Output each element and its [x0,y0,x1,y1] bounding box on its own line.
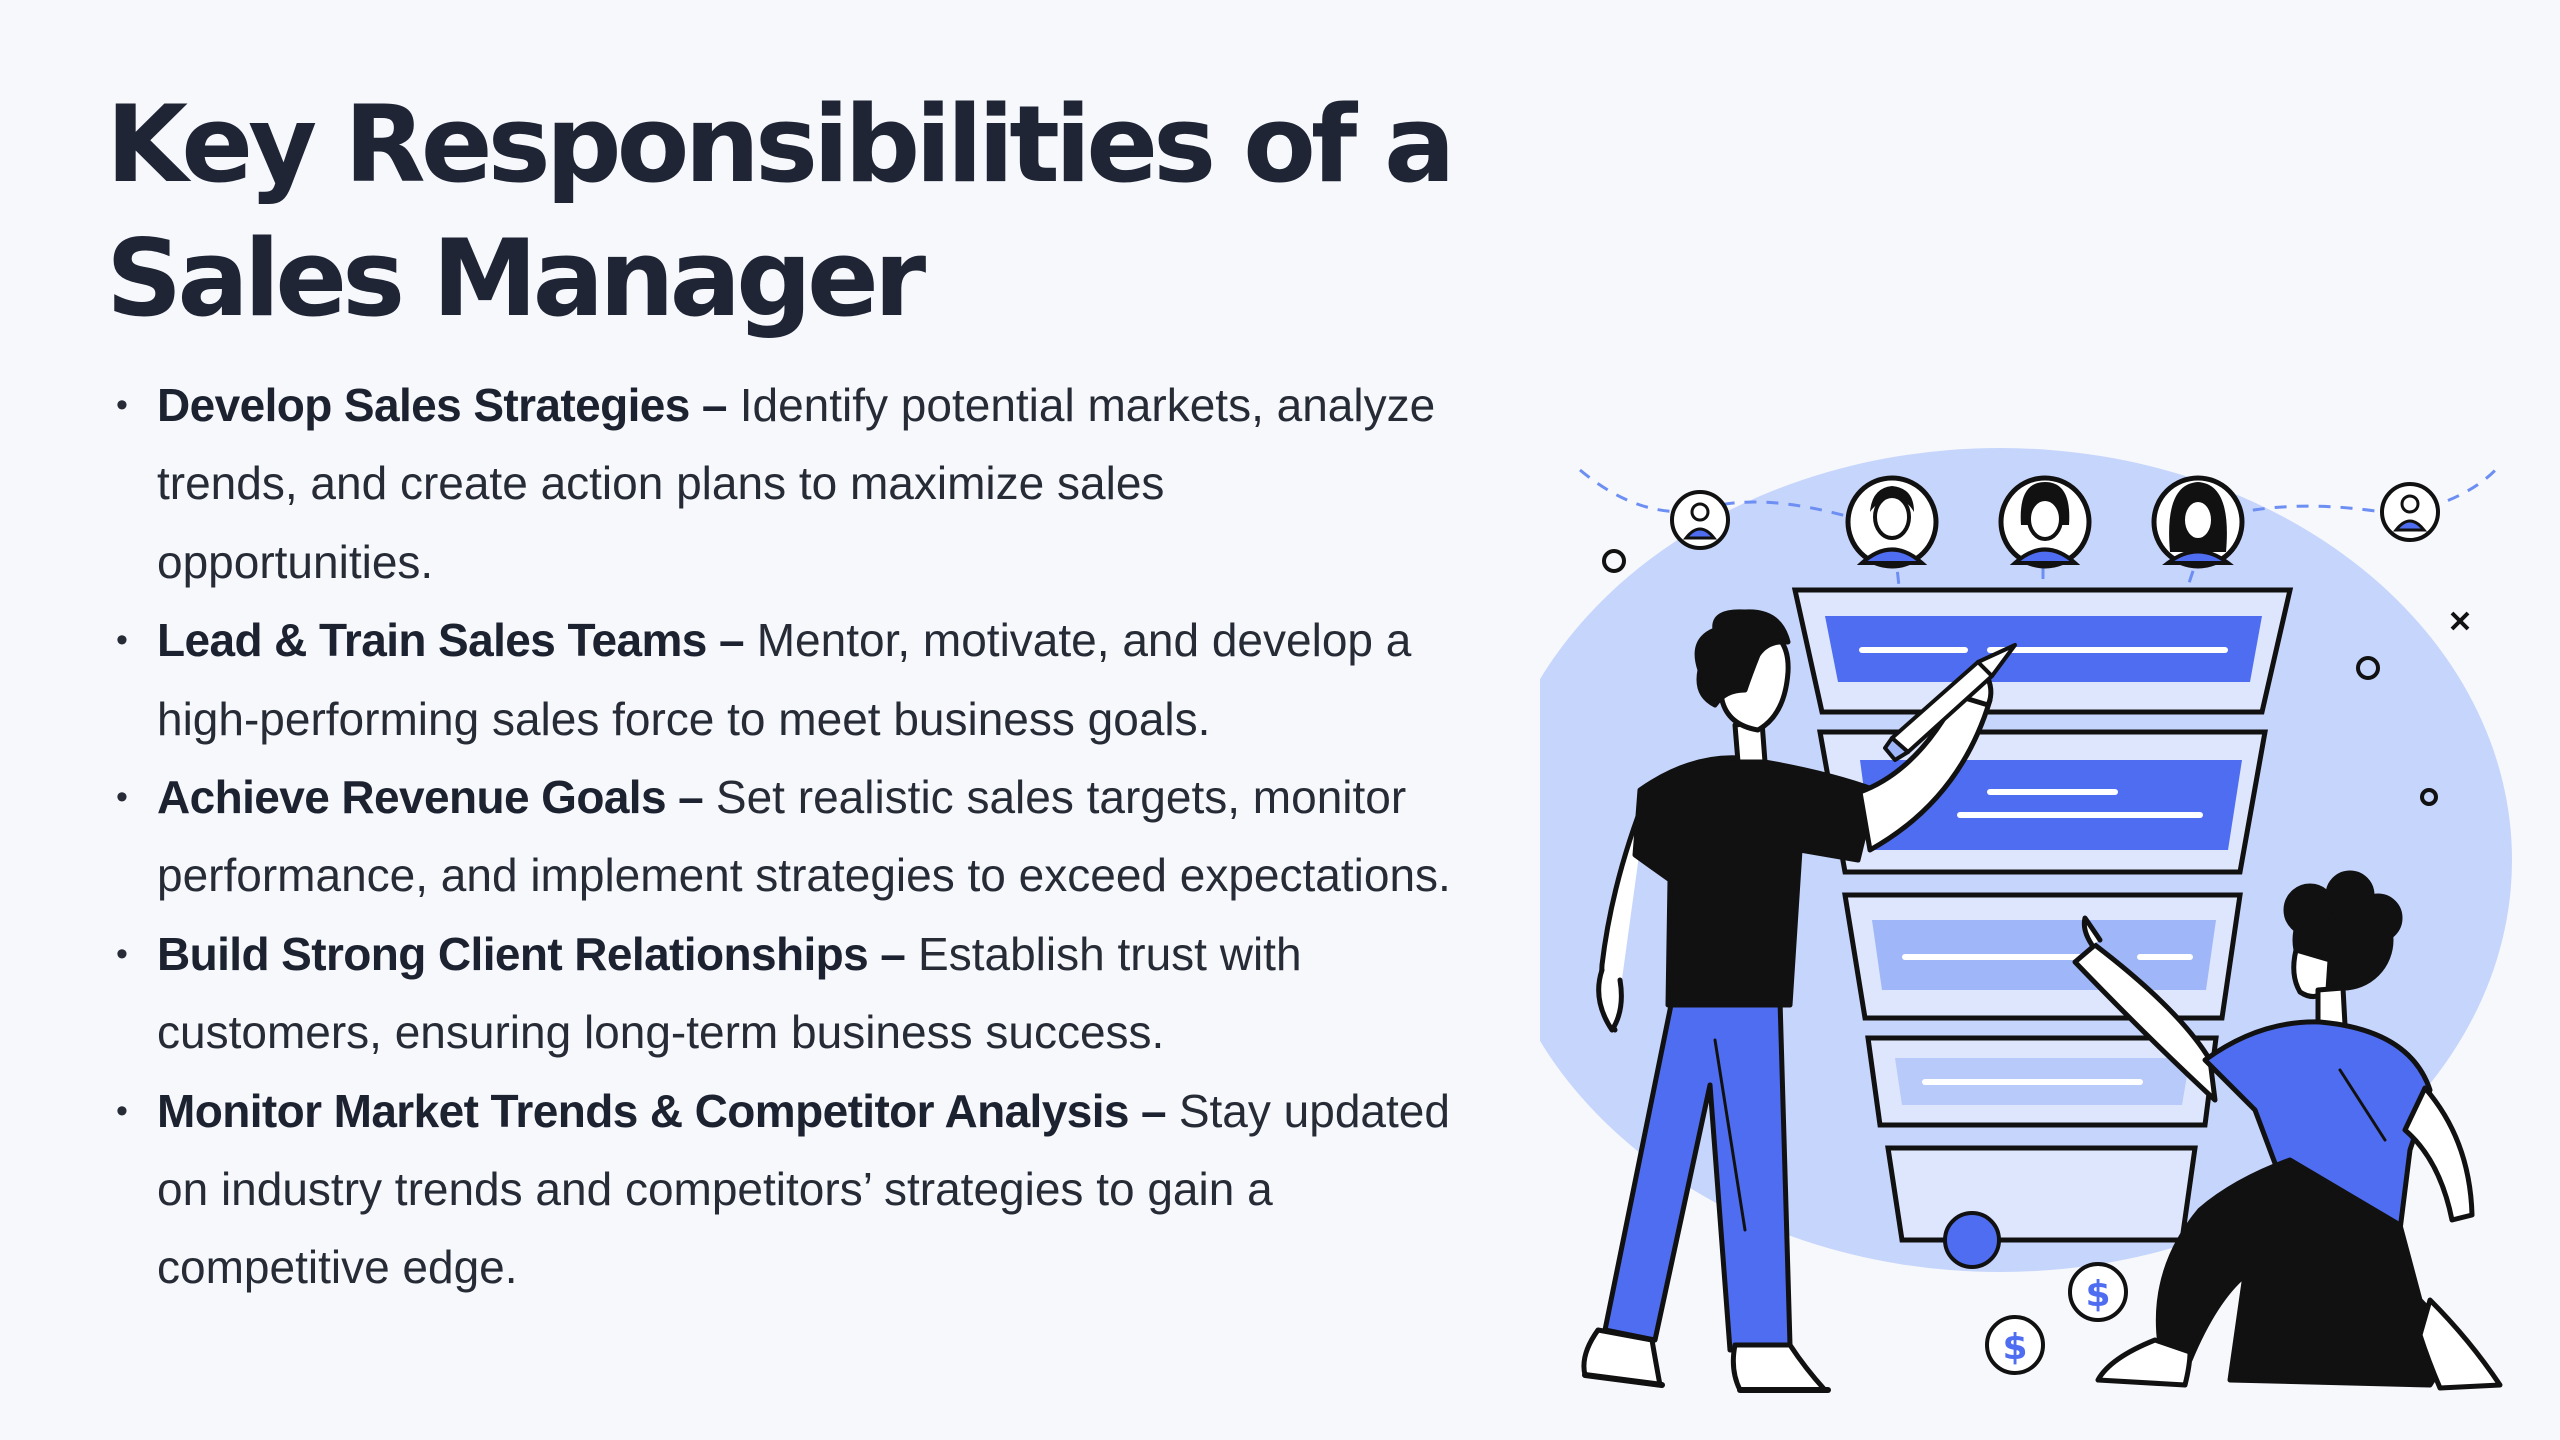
bullet-dot-icon: • [116,1091,128,1130]
responsibilities-list: • Develop Sales Strategies – Identify po… [112,366,1452,1307]
bullet-heading: Lead & Train Sales Teams – [157,614,745,667]
sales-funnel-illustration: $ $ [1540,448,2512,1393]
user-node-icon [2380,482,2440,542]
bullet-body: Set realistic sales targets, monitor per… [157,771,1451,902]
bullet-body: Mentor, motivate, and develop a high-per… [157,614,1412,745]
bullet-dot-icon: • [116,778,128,817]
decor-dots [1602,549,2438,806]
pen-icon [1883,643,2017,762]
bullet-item: • Build Strong Client Relationships – Es… [112,915,1452,1072]
bullet-item: • Develop Sales Strategies – Identify po… [112,366,1452,601]
bullet-dot-icon: • [116,386,128,424]
funnel-tier-3 [1842,892,2243,1021]
svg-text:$: $ [2085,1274,2110,1315]
funnel-tier-5 [1885,1145,2198,1243]
user-node-icon [1670,490,1730,550]
bullet-body: Stay updated on industry trends and comp… [157,1084,1450,1294]
bullet-body: Establish trust with customers, ensuring… [157,927,1302,1059]
dollar-coin-icon: $ [2068,1262,2128,1322]
kneeling-woman-figure [2072,870,2503,1391]
slide-title: Key Responsibilities of a Sales Manager [106,83,1456,340]
sparkle-icon [2450,611,2470,631]
avatar-man-icon [1845,475,1939,569]
standing-man-figure [1581,609,1994,1393]
bullet-heading: Build Strong Client Relationships – [157,927,906,980]
bullet-heading: Monitor Market Trends & Competitor Analy… [157,1084,1167,1137]
bullet-item: • Achieve Revenue Goals – Set realistic … [112,758,1452,915]
avatar-woman-long-hair-icon [2151,475,2245,569]
avatar-woman-icon [1998,475,2092,569]
svg-text:$: $ [2002,1327,2027,1368]
bullet-dot-icon: • [116,934,128,973]
dollar-coin-icon: $ [1985,1315,2045,1375]
bullet-heading: Achieve Revenue Goals – [157,771,704,824]
bullet-body: Identify potential markets, analyze tren… [157,379,1436,588]
funnel-tier-1 [1791,587,2294,715]
bullet-item: • Monitor Market Trends & Competitor Ana… [112,1072,1452,1307]
bullet-dot-icon: • [116,621,128,660]
bullet-item: • Lead & Train Sales Teams – Mentor, mot… [112,601,1452,758]
bullet-heading: Develop Sales Strategies – [157,379,728,431]
funnel-drop-icon [1943,1211,2001,1269]
funnel-tier-4 [1865,1035,2219,1128]
